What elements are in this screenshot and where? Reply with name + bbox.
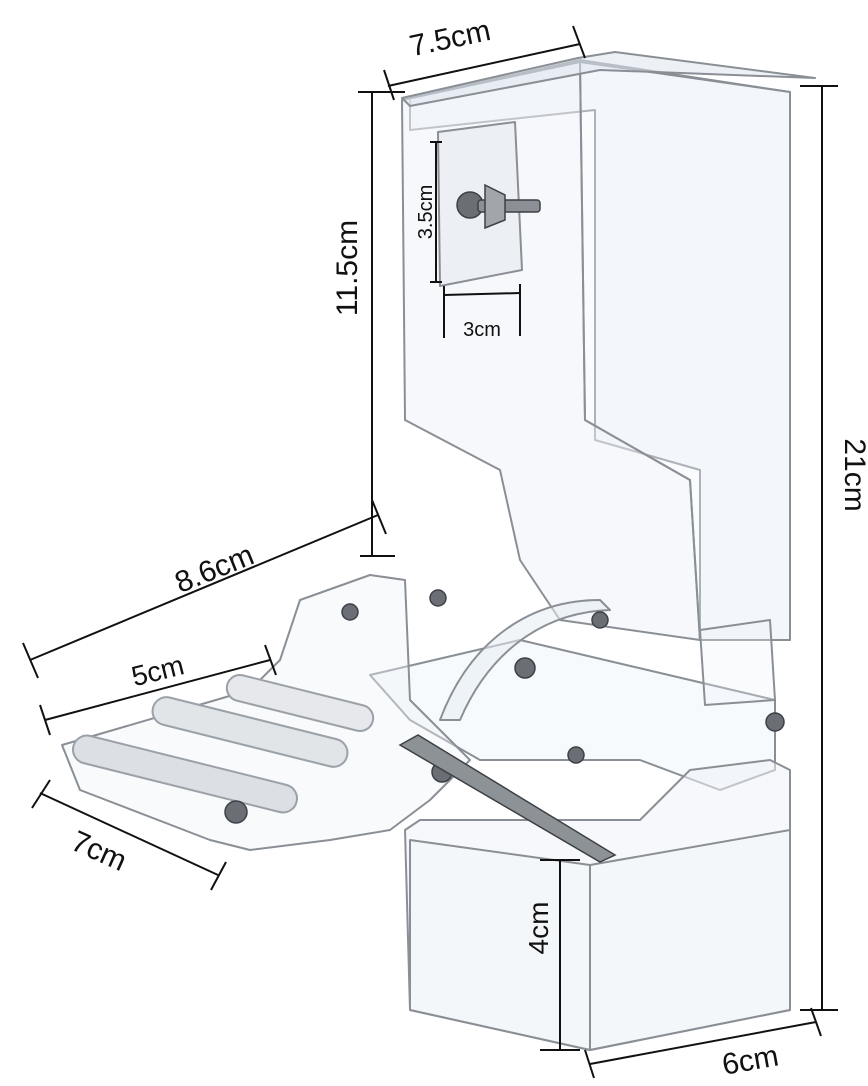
seed-catch-box-front [409, 839, 591, 1051]
feeder-illustration [61, 51, 816, 1051]
screw-icon [341, 603, 359, 621]
label-plate-height: 3.5cm [415, 185, 437, 239]
perch-2 [151, 696, 349, 768]
seed-catch-box-side [589, 829, 791, 1051]
label-perch-depth: 7cm [66, 825, 131, 878]
perch-3 [225, 674, 375, 732]
water-cup [699, 619, 776, 706]
label-base-width: 6cm [720, 1039, 782, 1081]
label-perch-length: 5cm [128, 649, 187, 692]
label-upper-height: 11.5cm [331, 220, 364, 316]
dimension-lines [22, 25, 838, 1079]
screw-icon [514, 657, 536, 679]
hardware [224, 183, 785, 863]
curved-flap [439, 599, 611, 721]
metal-ramp [398, 734, 617, 863]
label-plate-width: 3cm [463, 319, 501, 341]
label-tray-height: 4cm [523, 902, 554, 955]
wing-nut-icon [484, 183, 506, 230]
label-total-height: 21cm [838, 438, 868, 511]
label-top-width: 7.5cm [407, 14, 494, 63]
screw-icon [429, 589, 447, 607]
lid [401, 51, 816, 107]
perches [72, 674, 375, 814]
perch-1 [72, 734, 298, 814]
screw-icon [567, 746, 585, 764]
screw-icon [224, 800, 248, 824]
label-diagonal-length: 8.6cm [170, 539, 258, 600]
screw-icon [591, 611, 609, 629]
screw-icon [765, 712, 785, 732]
